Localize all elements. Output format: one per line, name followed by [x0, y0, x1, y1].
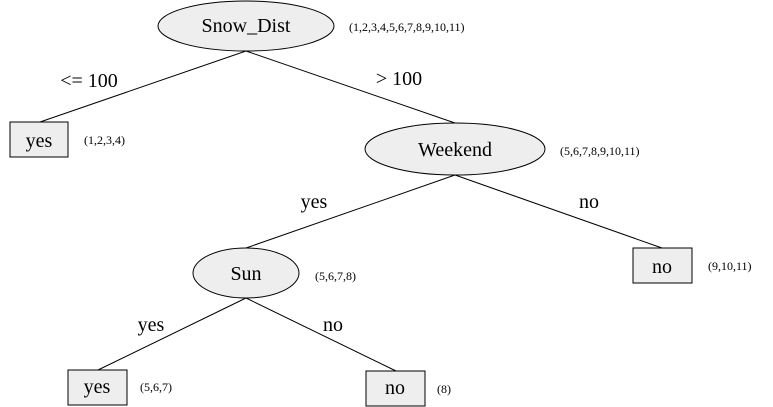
node-snow-dist: Snow_Dist: [157, 0, 335, 52]
edge-label-sun-left: yes: [138, 314, 165, 336]
node-weekend-set: (5,6,7,8,9,10,11): [560, 144, 640, 158]
edge-label-weekend-right: no: [579, 191, 599, 213]
node-snow-dist-label: Snow_Dist: [202, 15, 291, 37]
leaf-no-1-set: (9,10,11): [708, 259, 752, 273]
leaf-no-2-box: [365, 370, 426, 407]
leaf-no-1-label: no: [652, 256, 672, 278]
leaf-no-2-set: (8): [437, 382, 451, 396]
edge-weekend-right: [454, 174, 663, 249]
leaf-yes-1-label: yes: [26, 130, 53, 152]
leaf-no-1-box: [632, 247, 693, 284]
leaf-yes-2-label: yes: [84, 376, 111, 398]
node-sun-label: Sun: [230, 263, 261, 285]
node-weekend: Weekend: [364, 122, 546, 176]
edge-label-sun-right: no: [323, 314, 343, 336]
node-weekend-label: Weekend: [418, 139, 492, 161]
node-sun-ellipse: [192, 247, 300, 299]
edge-sun-left: [97, 297, 247, 371]
edge-label-root-right: > 100: [376, 68, 422, 90]
leaf-yes-1: yes: [9, 121, 69, 158]
edge-label-root-left: <= 100: [60, 70, 118, 92]
node-sun: Sun: [192, 247, 300, 299]
leaf-yes-2: yes: [67, 369, 128, 406]
node-sun-set: (5,6,7,8): [315, 269, 356, 283]
leaf-yes-2-box: [67, 369, 128, 406]
leaf-no-2: no: [365, 370, 426, 407]
edge-weekend-left: [245, 174, 456, 249]
leaf-yes-1-box: [9, 121, 69, 158]
leaf-yes-2-set: (5,6,7): [140, 380, 172, 394]
leaf-no-2-label: no: [385, 377, 405, 399]
node-weekend-ellipse: [364, 122, 546, 176]
edge-root-left: [39, 50, 247, 123]
edge-label-weekend-left: yes: [301, 191, 328, 213]
leaf-yes-1-set: (1,2,3,4): [84, 133, 125, 147]
edge-sun-right: [245, 297, 397, 372]
node-snow-dist-set: (1,2,3,4,5,6,7,8,9,10,11): [349, 20, 465, 34]
node-snow-dist-ellipse: [157, 0, 335, 52]
leaf-no-1: no: [632, 247, 693, 284]
edge-root-right: [245, 50, 456, 124]
